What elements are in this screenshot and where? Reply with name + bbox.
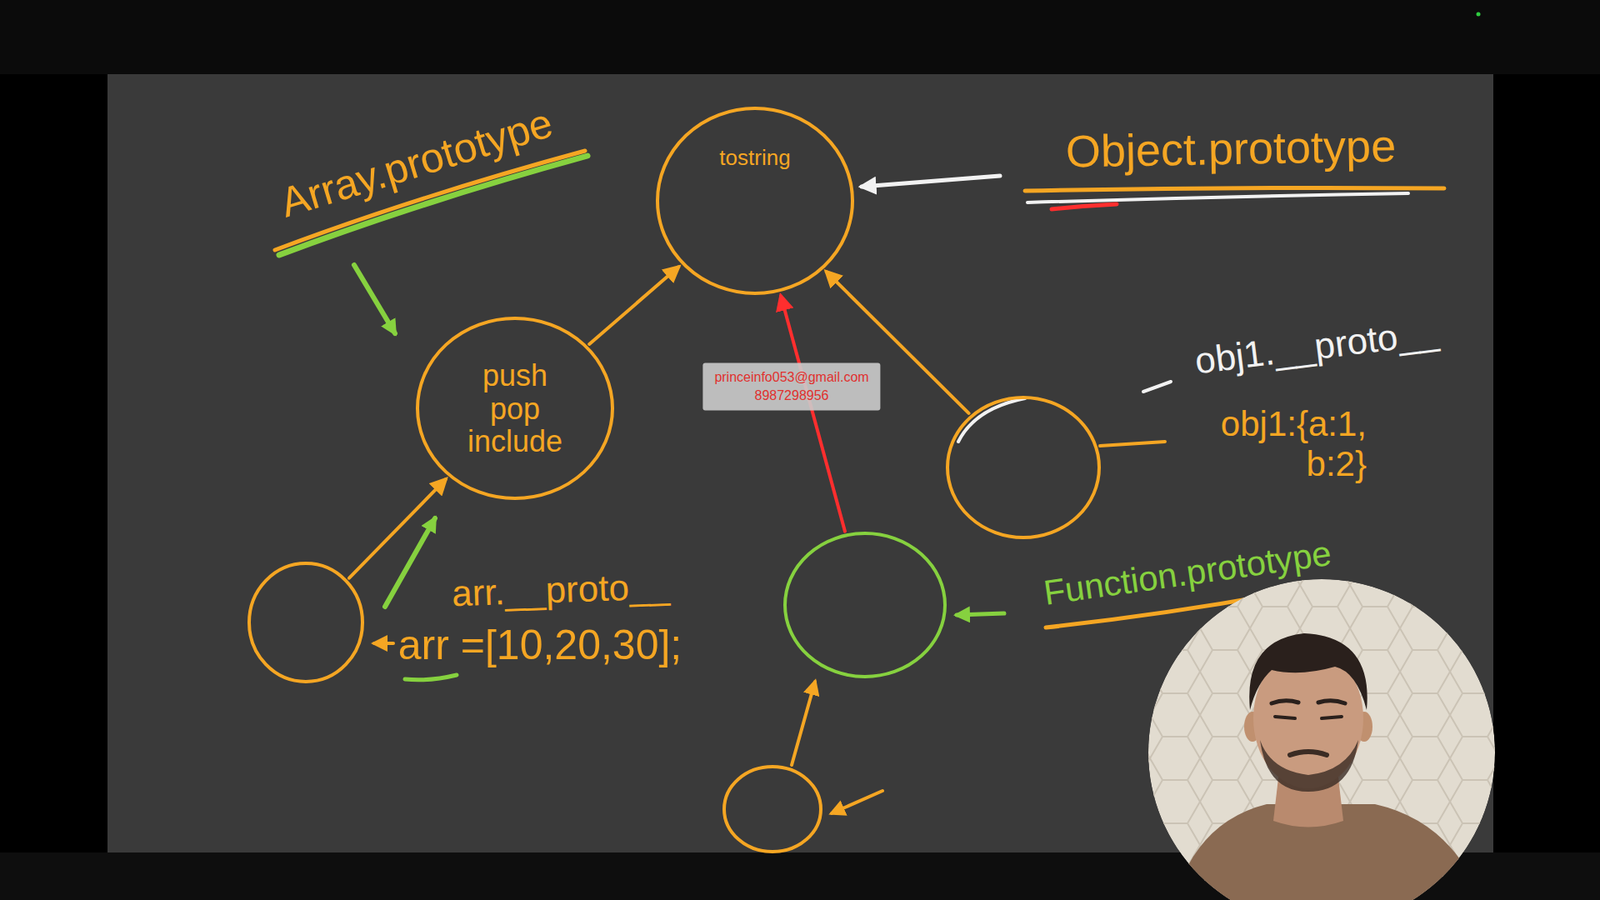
highlight-stroke xyxy=(958,398,1025,442)
circle-outline xyxy=(783,531,947,679)
prototype-label: Object.prototype xyxy=(1065,120,1396,178)
node-text: tostring xyxy=(719,145,790,171)
prototype-label: Array.prototype xyxy=(275,99,559,228)
prototype-link xyxy=(780,295,845,531)
circle-border xyxy=(785,533,945,677)
circle-outline xyxy=(945,395,1101,540)
empty-circle xyxy=(724,766,821,852)
person-hair xyxy=(1249,633,1367,710)
prototype-circle: tostring xyxy=(655,106,855,295)
watermark-text: princeinfo053@gmail.com xyxy=(714,368,869,387)
person-eyes xyxy=(1275,716,1342,719)
underline xyxy=(1025,187,1445,191)
prototype-circle: arr =[10,20,30]; xyxy=(247,561,365,684)
person-beard xyxy=(1260,740,1359,792)
top-bar xyxy=(0,0,1600,75)
pointer-arrow xyxy=(956,613,1005,615)
node-text: push pop include xyxy=(467,359,563,459)
circle-outline xyxy=(415,316,615,500)
node-heading: Function.prototype xyxy=(1040,533,1334,614)
webcam-overlay xyxy=(1148,579,1495,900)
watermark-text: 8987298956 xyxy=(714,386,869,405)
circle-outline xyxy=(247,561,365,684)
whiteboard xyxy=(107,74,1494,853)
node-heading: obj1:{a:1, b:2} xyxy=(1183,404,1367,485)
underline xyxy=(279,155,588,255)
pointer-arrow xyxy=(831,790,883,814)
circle-border xyxy=(417,318,613,499)
pointer-arrow xyxy=(374,641,394,645)
underline xyxy=(1051,204,1117,210)
pointer-arrow xyxy=(861,175,1000,187)
watermark-box: princeinfo053@gmail.com8987298956 xyxy=(702,363,880,411)
prototype-label: obj1.__proto__ xyxy=(1192,310,1441,383)
circle-border xyxy=(657,108,853,294)
prototype-link xyxy=(826,271,970,414)
circle-border xyxy=(249,563,363,682)
person-brows xyxy=(1271,700,1345,704)
prototype-link xyxy=(349,479,446,578)
status-dot xyxy=(1476,12,1481,17)
prototype-label: arr.__proto__ xyxy=(450,565,670,615)
circle-border xyxy=(947,397,1100,538)
underline xyxy=(1027,193,1409,203)
node-heading: arr =[10,20,30]; xyxy=(398,621,683,670)
prototype-circle: obj1:{a:1, b:2} xyxy=(945,395,1101,540)
pointer-arrow xyxy=(354,265,395,334)
circle-outline xyxy=(655,106,855,295)
leader-dash xyxy=(1143,381,1171,392)
prototype-circle: Function.prototype xyxy=(783,531,947,679)
prototype-arrow xyxy=(791,681,815,765)
prototype-link xyxy=(589,266,679,345)
underline xyxy=(405,675,457,680)
prototype-circle: push pop include xyxy=(415,316,615,500)
person-moustache xyxy=(1290,751,1327,755)
leader-line xyxy=(1100,441,1165,446)
